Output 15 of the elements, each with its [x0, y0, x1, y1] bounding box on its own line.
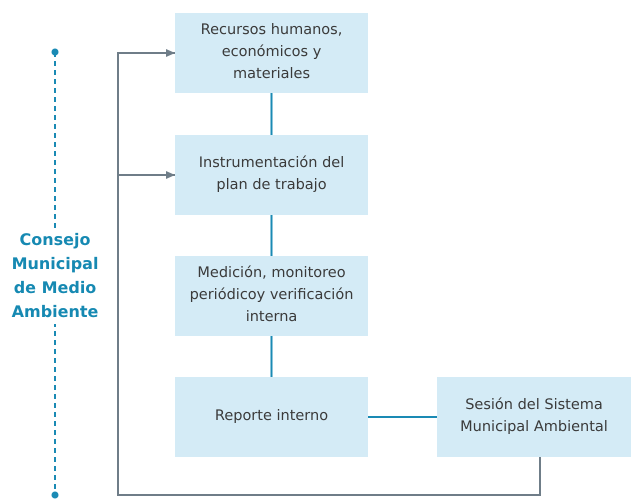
- box-text: Sesión del Sistema Municipal Ambiental: [459, 396, 609, 437]
- connector-line: [270, 215, 272, 256]
- box-text: Recursos humanos, económicos y materiales: [200, 21, 344, 84]
- process-box: [175, 13, 368, 93]
- process-box: [175, 135, 368, 215]
- box-text: Instrumentación del plan de trabajo: [198, 154, 346, 195]
- process-box: [175, 256, 368, 336]
- box-text: Reporte interno: [214, 407, 328, 426]
- arrow: [117, 171, 541, 496]
- connector-line: [368, 416, 437, 418]
- process-box: [437, 377, 631, 457]
- connector-line: [270, 336, 272, 377]
- connector-line: [270, 93, 272, 135]
- process-box: [175, 377, 368, 457]
- box-text: Medición, monitoreo periódicoy verificación interna: [188, 264, 354, 327]
